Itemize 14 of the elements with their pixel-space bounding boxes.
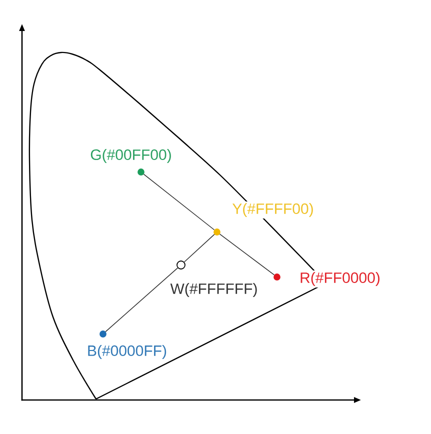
connector-line <box>219 234 275 276</box>
point-label: R(#FF0000) <box>298 270 382 288</box>
point-marker <box>100 330 106 338</box>
point-label: W(#FFFFFF) <box>168 282 260 298</box>
connector-line <box>143 174 215 230</box>
ring-marker <box>176 260 186 270</box>
point-marker <box>214 228 220 236</box>
connector-line <box>184 234 215 262</box>
connector-line <box>105 268 178 332</box>
point-label: G(#00FF00) <box>88 148 174 164</box>
point-marker <box>138 168 144 176</box>
point-label: Y(#FFFF00) <box>230 202 316 218</box>
point-marker <box>274 274 280 280</box>
point-label: B(#0000FF) <box>85 344 168 360</box>
